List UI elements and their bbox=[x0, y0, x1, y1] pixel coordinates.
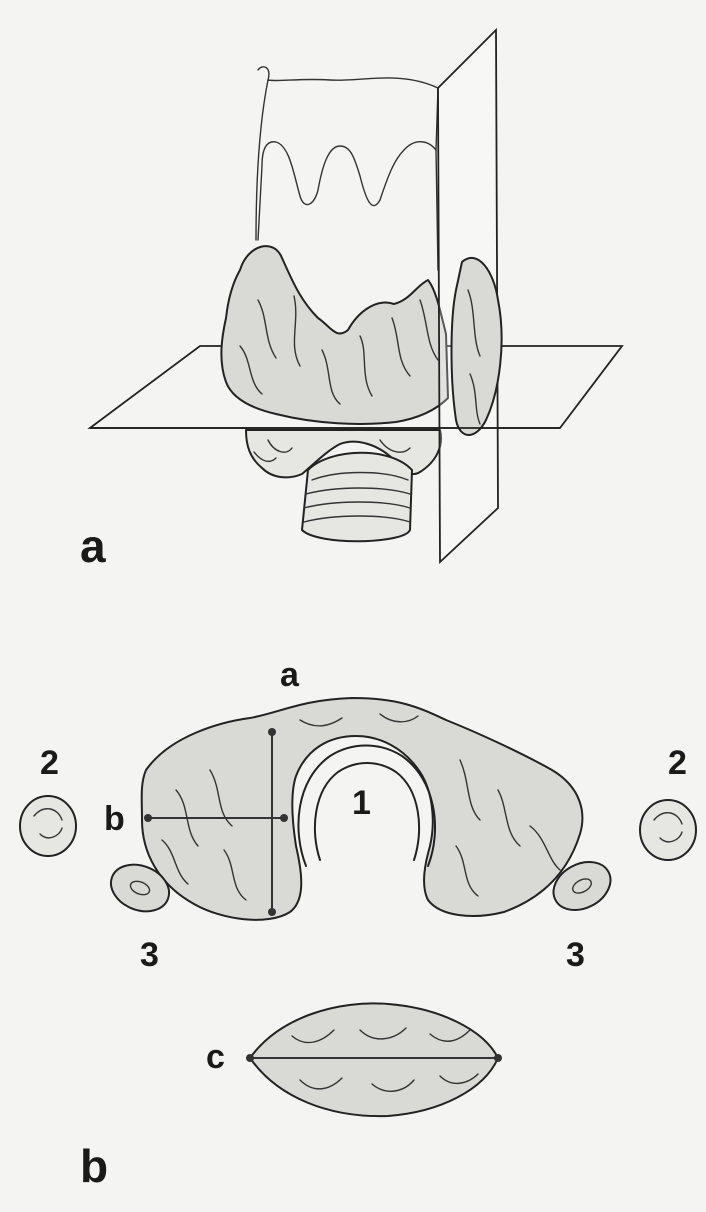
vessel-left bbox=[20, 796, 76, 856]
measure-c-dot-right bbox=[494, 1054, 502, 1062]
trachea bbox=[302, 453, 412, 542]
label-muscle-right: 3 bbox=[566, 936, 585, 974]
label-trachea: 1 bbox=[352, 784, 371, 822]
label-measure-b: b bbox=[104, 800, 125, 838]
label-measure-a: a bbox=[280, 656, 300, 694]
measure-b-dot-left bbox=[144, 814, 152, 822]
measure-c-dot-left bbox=[246, 1054, 254, 1062]
panel-a-illustration bbox=[90, 30, 622, 562]
panel-b-illustration bbox=[20, 698, 696, 1116]
measure-a-dot-bottom bbox=[268, 908, 276, 916]
thyroid-sagittal-section bbox=[250, 1003, 498, 1116]
measure-a-dot-top bbox=[268, 728, 276, 736]
label-vessel-left: 2 bbox=[40, 744, 59, 782]
larynx-outline bbox=[258, 67, 438, 240]
label-muscle-left: 3 bbox=[140, 936, 159, 974]
panel-b-label: b bbox=[80, 1140, 108, 1192]
measure-b-dot-right bbox=[280, 814, 288, 822]
label-vessel-right: 2 bbox=[668, 744, 687, 782]
vessel-right bbox=[640, 800, 696, 860]
label-measure-c: c bbox=[206, 1038, 225, 1076]
panel-a-label: a bbox=[80, 520, 106, 572]
